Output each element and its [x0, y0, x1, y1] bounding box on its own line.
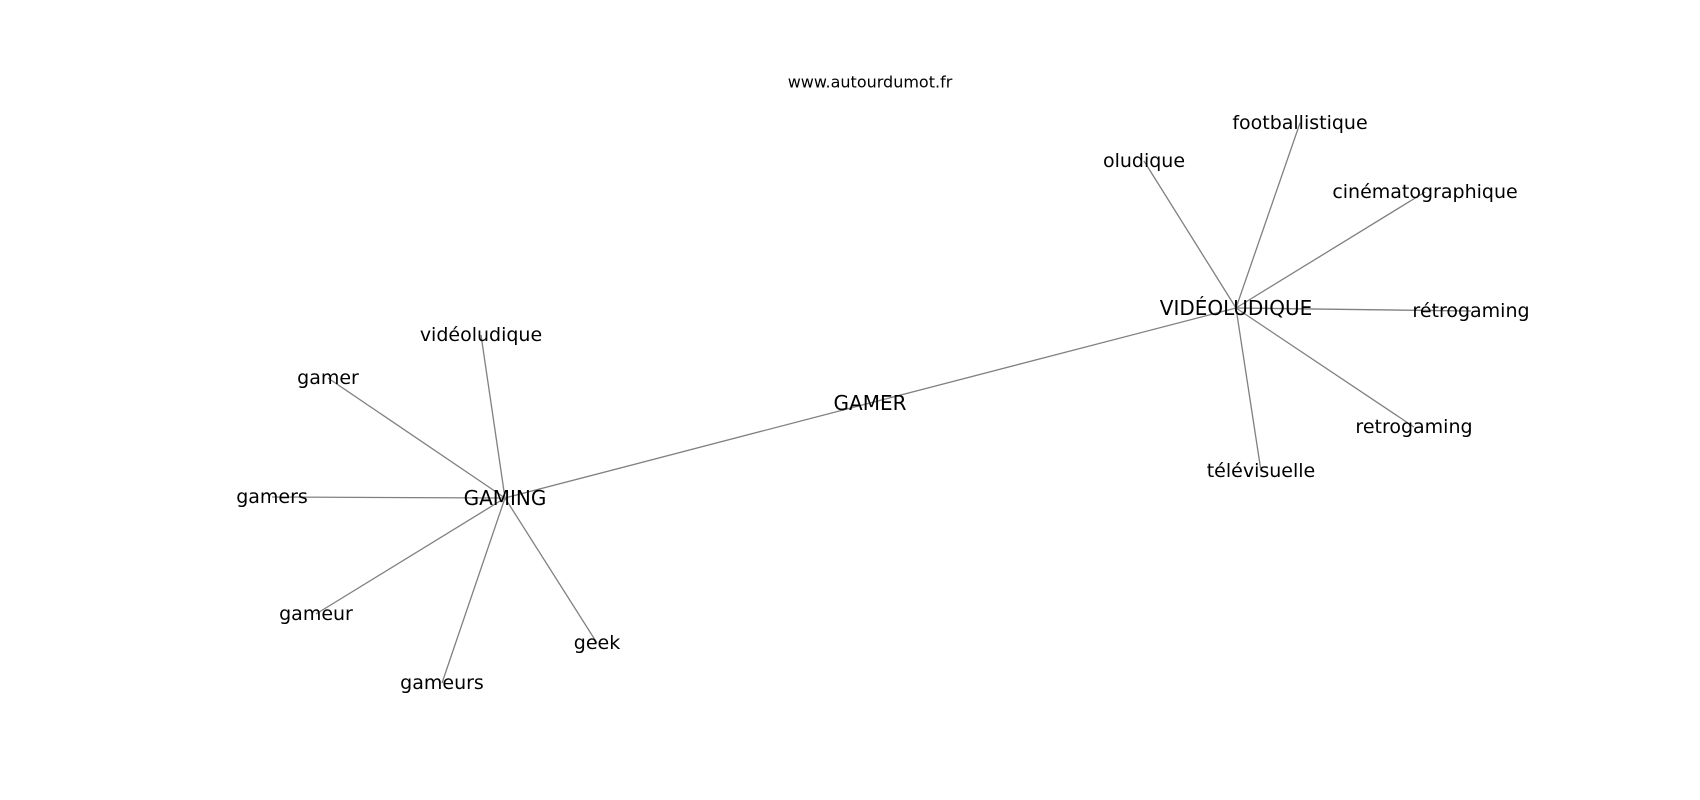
node-label-televisuelle[interactable]: télévisuelle	[1207, 460, 1316, 482]
graph-edges	[271, 122, 1472, 684]
node-label-gameurs[interactable]: gameurs	[400, 672, 484, 694]
node-label-cinematographique[interactable]: cinématographique	[1332, 181, 1517, 203]
edge-gaming-videoludique	[480, 334, 506, 499]
node-label-gameur[interactable]: gameur	[279, 603, 353, 625]
node-label-gamer[interactable]: GAMER	[834, 391, 907, 415]
node-label-gaming[interactable]: GAMING	[464, 486, 547, 510]
edge-videoludique-cinematographique	[1235, 191, 1426, 309]
node-label-oludique[interactable]: oludique	[1103, 150, 1185, 172]
graph-nodes: GAMER GAMING VIDÉOLUDIQUE vidéoludique gamer…	[236, 112, 1529, 694]
node-label-gamer[interactable]: gamer	[297, 367, 359, 389]
edge-videoludique-retrogaming_accent	[1235, 307, 1472, 312]
node-label-videoludique[interactable]: VIDÉOLUDIQUE	[1160, 296, 1312, 320]
node-label-retrogaming[interactable]: retrogaming	[1355, 416, 1472, 438]
node-label-gamers[interactable]: gamers	[236, 486, 308, 508]
edge-gamer-videoludique	[869, 307, 1237, 404]
watermark-text: www.autourdumot.fr	[788, 73, 953, 92]
node-label-videoludique[interactable]: vidéoludique	[420, 324, 542, 346]
edge-videoludique-oludique	[1143, 160, 1237, 309]
edge-gaming-geek	[504, 497, 598, 644]
node-label-footballistique[interactable]: footballistique	[1232, 112, 1367, 134]
edge-videoludique-retrogaming	[1235, 307, 1415, 428]
edge-gaming-gamer	[327, 377, 506, 499]
node-label-geek[interactable]: geek	[574, 632, 620, 654]
edge-videoludique-footballistique	[1235, 122, 1301, 309]
edge-gamer-gaming	[504, 402, 871, 499]
edge-gaming-gamers	[271, 496, 506, 499]
edge-videoludique-televisuelle	[1235, 307, 1262, 472]
node-label-retrogaming-accent[interactable]: rétrogaming	[1412, 300, 1529, 322]
edge-gaming-gameur	[315, 497, 506, 615]
edge-gaming-gameurs	[441, 497, 506, 684]
